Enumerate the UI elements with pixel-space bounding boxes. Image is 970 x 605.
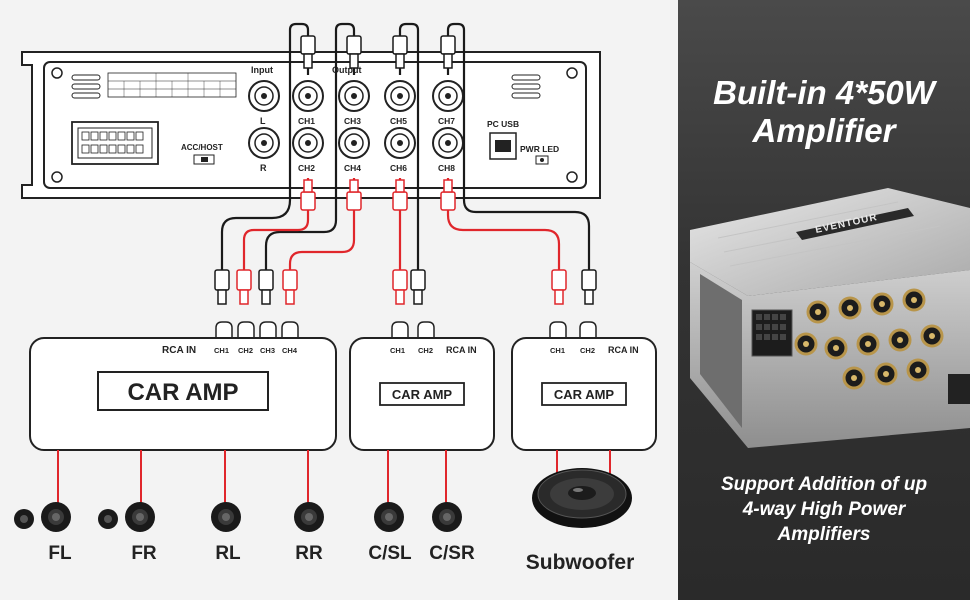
speaker-label-fr: FR xyxy=(131,543,157,564)
car-amp-2ch-b: CH1 CH2 RCA IN CAR AMP xyxy=(511,321,657,451)
speaker-rr xyxy=(294,502,324,532)
amp2-ch1-label: CH1 xyxy=(390,346,405,355)
cables xyxy=(220,22,591,272)
ch8-label: CH8 xyxy=(438,163,455,173)
product-photo: EVENTOUR xyxy=(690,188,970,448)
car-amp-4ch: RCA IN CH1 CH2 CH3 CH4 CAR AMP xyxy=(29,321,337,451)
input-l-label: L xyxy=(260,116,266,126)
power-led-icon xyxy=(535,155,549,165)
speaker-rl xyxy=(211,502,241,532)
amp1-ch1-label: CH1 xyxy=(214,346,229,355)
output-jack-ch4 xyxy=(338,127,370,159)
output-jack-ch7 xyxy=(432,80,464,112)
speaker-fr xyxy=(98,502,155,532)
speaker-fl xyxy=(14,502,71,532)
output-jack-ch2 xyxy=(292,127,324,159)
support-line-1: Support Addition of up xyxy=(720,474,928,495)
ch7-label: CH7 xyxy=(438,116,455,126)
input-jack-l xyxy=(248,80,280,112)
speaker-csl xyxy=(374,502,404,532)
ch6-label: CH6 xyxy=(390,163,407,173)
amp3-ch1-label: CH1 xyxy=(550,346,565,355)
subwoofer-label: Subwoofer xyxy=(526,551,635,574)
rca-plugs-processor xyxy=(300,35,456,211)
speaker-label-rr: RR xyxy=(295,543,323,564)
output-jack-ch6 xyxy=(384,127,416,159)
amp1-ch3-label: CH3 xyxy=(260,346,275,355)
output-jack-ch8 xyxy=(432,127,464,159)
support-text: Support Addition of up 4-way High Power … xyxy=(678,472,970,547)
speaker-label-fl: FL xyxy=(48,543,72,564)
output-jack-ch1 xyxy=(292,80,324,112)
output-jack-ch5 xyxy=(384,80,416,112)
power-connector xyxy=(71,121,159,165)
pwr-led-label: PWR LED xyxy=(520,144,559,154)
speaker-wires xyxy=(57,450,611,505)
ch3-label: CH3 xyxy=(344,116,361,126)
pc-usb-label: PC USB xyxy=(487,119,519,129)
amp1-ch4-label: CH4 xyxy=(282,346,298,355)
speaker-csr xyxy=(432,502,462,532)
amp3-rca-label: RCA IN xyxy=(608,345,639,355)
subwoofer-icon xyxy=(532,468,632,528)
output-label: Output xyxy=(332,65,362,75)
output-jack-ch3 xyxy=(338,80,370,112)
amp1-name: CAR AMP xyxy=(127,379,238,406)
speaker-label-rl: RL xyxy=(215,543,241,564)
gold-rca-jacks xyxy=(794,288,944,390)
usb-port-icon xyxy=(489,132,517,160)
headline-line-1: Built-in 4*50W xyxy=(713,74,935,111)
amp1-rca-label: RCA IN xyxy=(162,345,196,356)
amp3-name: CAR AMP xyxy=(554,387,615,402)
car-amp-2ch-a: CH1 CH2 RCA IN CAR AMP xyxy=(349,321,495,451)
amp2-rca-label: RCA IN xyxy=(446,345,477,355)
input-r-label: R xyxy=(260,163,267,173)
headline-line-2: Amplifier xyxy=(752,112,896,149)
headline: Built-in 4*50W Amplifier xyxy=(678,74,970,150)
input-jack-r xyxy=(248,127,280,159)
processor-unit: ACC/HOST Input L R Output CH1 CH3 CH5 CH… xyxy=(21,51,601,199)
speaker-label-csl: C/SL xyxy=(368,543,412,564)
wiring-diagram: ACC/HOST Input L R Output CH1 CH3 CH5 CH… xyxy=(0,0,678,600)
input-label: Input xyxy=(251,65,273,75)
amp2-ch2-label: CH2 xyxy=(418,346,433,355)
ch1-label: CH1 xyxy=(298,116,315,126)
amp1-ch2-label: CH2 xyxy=(238,346,253,355)
rca-plugs-amps xyxy=(214,269,597,305)
ch4-label: CH4 xyxy=(344,163,361,173)
product-panel: Built-in 4*50W Amplifier EVENTOUR xyxy=(678,0,970,600)
amp2-name: CAR AMP xyxy=(392,387,453,402)
speaker-label-csr: C/SR xyxy=(429,543,475,564)
ch2-label: CH2 xyxy=(298,163,315,173)
acc-host-label: ACC/HOST xyxy=(181,143,223,152)
acc-host-switch xyxy=(193,154,215,165)
support-line-3: Amplifiers xyxy=(777,524,871,545)
ch5-label: CH5 xyxy=(390,116,407,126)
amp3-ch2-label: CH2 xyxy=(580,346,595,355)
support-line-2: 4-way High Power xyxy=(742,499,906,520)
